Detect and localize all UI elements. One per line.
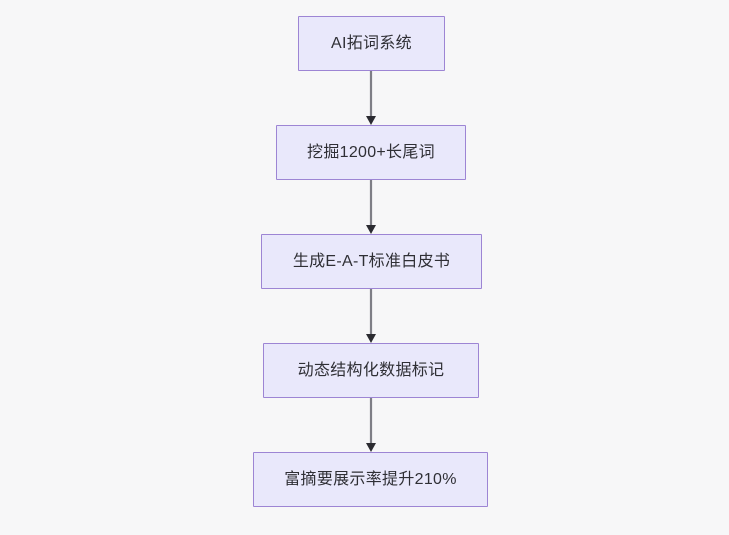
flow-node-2-label: 挖掘1200+长尾词 <box>307 143 435 161</box>
flow-node-1[interactable]: AI拓词系统 <box>298 16 445 71</box>
arrowhead-icon-1 <box>366 116 376 125</box>
flow-node-3-label: 生成E-A-T标准白皮书 <box>292 252 451 270</box>
flow-node-4[interactable]: 动态结构化数据标记 <box>263 343 479 398</box>
flow-node-2[interactable]: 挖掘1200+长尾词 <box>276 125 466 180</box>
flow-node-5[interactable]: 富摘要展示率提升210% <box>253 452 488 507</box>
arrowhead-icon-4 <box>366 443 376 452</box>
flow-node-5-label: 富摘要展示率提升210% <box>284 470 457 488</box>
flow-node-1-label: AI拓词系统 <box>331 34 412 52</box>
arrowhead-icon-2 <box>366 225 376 234</box>
arrowhead-icon-3 <box>366 334 376 343</box>
flow-node-4-label: 动态结构化数据标记 <box>297 361 445 379</box>
flow-node-3[interactable]: 生成E-A-T标准白皮书 <box>261 234 482 289</box>
